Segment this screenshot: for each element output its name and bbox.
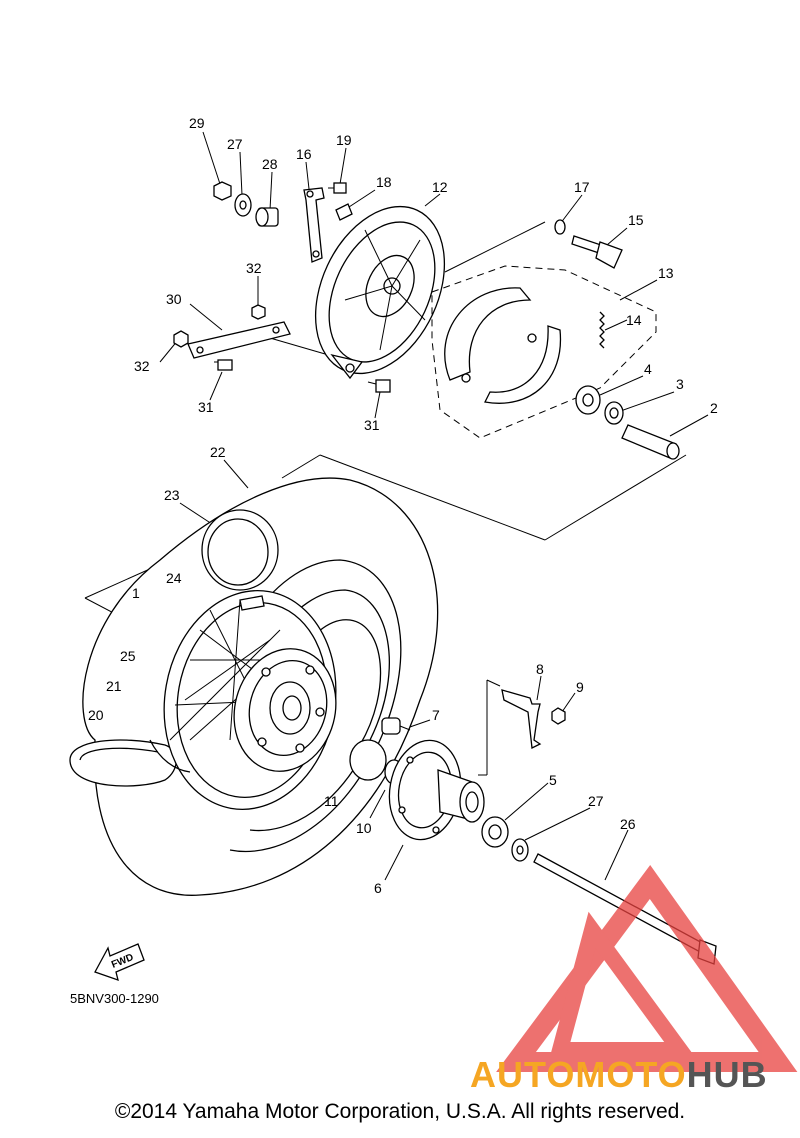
bolt-31-right bbox=[367, 379, 391, 393]
final-drive-hub-6 bbox=[388, 739, 485, 841]
cam-shaft-15 bbox=[571, 235, 623, 269]
tension-bar-30 bbox=[187, 321, 291, 359]
indicator-18 bbox=[335, 203, 353, 221]
part-label-22: 22 bbox=[210, 444, 226, 460]
part-label-9: 9 bbox=[576, 679, 584, 695]
part-label-20: 20 bbox=[88, 707, 104, 723]
bearing-5 bbox=[481, 816, 509, 848]
cam-lever-16 bbox=[303, 187, 325, 263]
drawing-code: 5BNV300-1290 bbox=[70, 991, 159, 1006]
bracket-8 bbox=[501, 689, 542, 749]
part-label-6: 6 bbox=[374, 880, 382, 896]
part-label-15: 15 bbox=[628, 212, 644, 228]
part-label-21: 21 bbox=[106, 678, 122, 694]
nut-32-top bbox=[251, 304, 266, 320]
part-label-32: 32 bbox=[246, 260, 262, 276]
part-label-31: 31 bbox=[198, 399, 214, 415]
watermark-triangle-outer bbox=[496, 865, 798, 1072]
part-label-12: 12 bbox=[432, 179, 448, 195]
hub bbox=[233, 648, 337, 772]
watermark-prefix: AUTOMOTO bbox=[470, 1054, 687, 1095]
bolt-7 bbox=[381, 717, 411, 735]
bolt-31-left bbox=[214, 359, 233, 371]
rim-band-20 bbox=[149, 739, 191, 773]
part-label-8: 8 bbox=[536, 661, 544, 677]
watermark-triangle-inner bbox=[549, 911, 696, 1058]
tube-23 bbox=[201, 509, 279, 591]
part-label-28: 28 bbox=[262, 156, 278, 172]
part-label-29: 29 bbox=[189, 115, 205, 131]
part-label-31: 31 bbox=[364, 417, 380, 433]
brake-panel bbox=[314, 205, 446, 380]
part-label-16: 16 bbox=[296, 146, 312, 162]
spacer-3 bbox=[604, 401, 624, 425]
part-label-5: 5 bbox=[549, 772, 557, 788]
part-label-2: 2 bbox=[710, 400, 718, 416]
washer-27-top bbox=[234, 193, 252, 217]
part-label-10: 10 bbox=[356, 820, 372, 836]
watermark-suffix: HUB bbox=[687, 1054, 768, 1095]
wheel-assembly bbox=[69, 477, 717, 965]
part-label-19: 19 bbox=[336, 132, 352, 148]
copyright-notice: ©2014 Yamaha Motor Corporation, U.S.A. A… bbox=[114, 1100, 686, 1123]
bearing-4 bbox=[575, 385, 601, 415]
brake-panel-group bbox=[173, 181, 680, 460]
part-label-7: 7 bbox=[432, 707, 440, 723]
collar-28 bbox=[255, 207, 279, 227]
spring-14 bbox=[599, 311, 605, 349]
part-label-26: 26 bbox=[620, 816, 636, 832]
part-label-24: 24 bbox=[166, 570, 182, 586]
part-label-1: 1 bbox=[132, 585, 140, 601]
part-number-labels: 29 27 28 16 19 18 12 17 15 13 14 32 30 3… bbox=[88, 115, 718, 896]
seal-17 bbox=[554, 219, 566, 235]
part-label-30: 30 bbox=[166, 291, 182, 307]
part-label-4: 4 bbox=[644, 361, 652, 377]
part-label-27: 27 bbox=[227, 136, 243, 152]
part-label-25: 25 bbox=[120, 648, 136, 664]
part-label-18: 18 bbox=[376, 174, 392, 190]
nut-29 bbox=[213, 181, 232, 201]
part-label-13: 13 bbox=[658, 265, 674, 281]
part-label-17: 17 bbox=[574, 179, 590, 195]
watermark-logo bbox=[496, 865, 798, 1072]
part-label-3: 3 bbox=[676, 376, 684, 392]
balance-weight-24 bbox=[239, 595, 265, 611]
part-label-23: 23 bbox=[164, 487, 180, 503]
nut-9 bbox=[551, 707, 566, 725]
o-ring-11 bbox=[349, 739, 387, 781]
part-label-32: 32 bbox=[134, 358, 150, 374]
part-label-14: 14 bbox=[626, 312, 642, 328]
bolt-19 bbox=[328, 182, 347, 194]
brake-shoe-kit-13 bbox=[431, 265, 657, 439]
fwd-arrow-icon: FWD bbox=[94, 943, 145, 982]
collar-2 bbox=[621, 424, 680, 460]
nut-32-left bbox=[173, 330, 189, 348]
part-label-27: 27 bbox=[588, 793, 604, 809]
watermark-wordmark: AUTOMOTOHUB bbox=[470, 1054, 768, 1095]
washer-27-bottom bbox=[511, 838, 529, 862]
part-label-11: 11 bbox=[324, 793, 339, 809]
